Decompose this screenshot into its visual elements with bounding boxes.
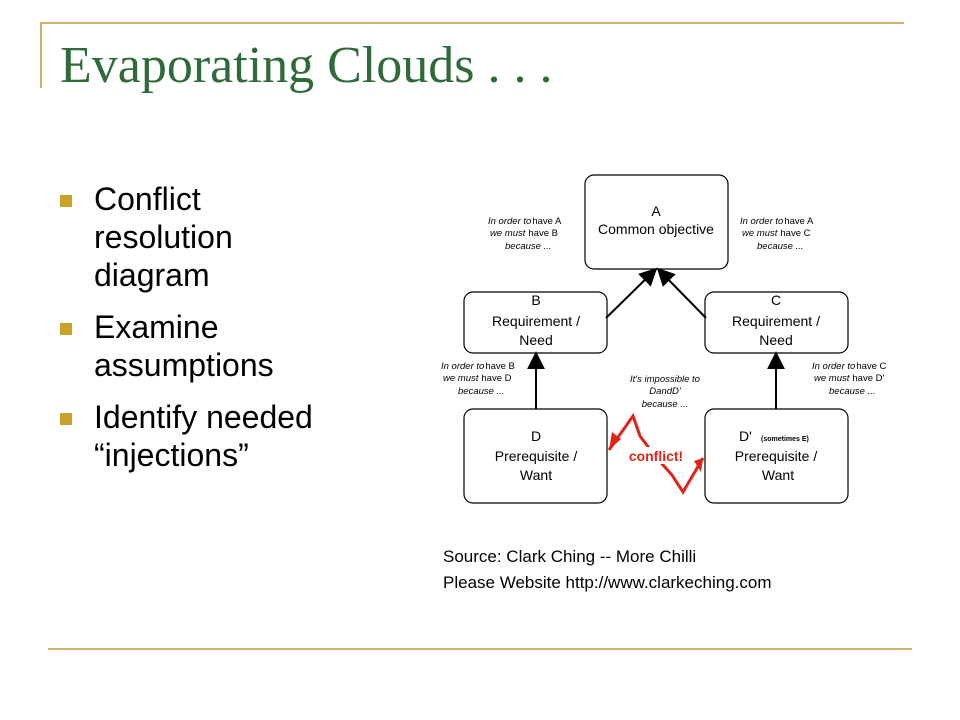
- note-ab-l2a: we must: [490, 228, 526, 239]
- bullet-text: Examine assumptions: [94, 309, 274, 383]
- box-d: D Prerequisite / Want: [463, 408, 608, 504]
- note-cd-l1b: have C: [856, 361, 886, 372]
- note-cd-l2b: have D': [852, 373, 884, 384]
- conflict-arrow-right-icon: [694, 458, 703, 472]
- box-b: B Requirement / Need: [463, 291, 608, 354]
- note-ac-l1b: have A: [784, 216, 814, 227]
- box-d-prime: D' (sometimes E) Prerequisite / Want: [704, 408, 849, 504]
- note-ac-l1a: In order to: [740, 216, 783, 227]
- source-line-2: Please Website http://www.clarkeching.co…: [443, 573, 772, 592]
- svg-text:In order tohave C: In order tohave C: [812, 361, 887, 372]
- bullet-text: Conflict resolution diagram: [94, 181, 233, 293]
- note-bd-l1b: have B: [485, 361, 515, 372]
- note-ab-l1a: In order to: [488, 216, 531, 227]
- svg-text:In order tohave A: In order tohave A: [740, 216, 814, 227]
- note-bd-l2b: have D: [481, 373, 511, 384]
- note-ac-l2b: have C: [780, 228, 810, 239]
- box-b-label: Requirement /: [492, 313, 580, 329]
- conflict-label-bg: [626, 447, 688, 464]
- bullet-text: Identify needed “injections”: [94, 399, 313, 473]
- note-cd-l3: because ...: [829, 386, 875, 397]
- conflict-label: conflict!: [629, 448, 683, 464]
- slide-title: Evaporating Clouds . . .: [60, 37, 553, 94]
- box-d-letter: D: [531, 428, 541, 444]
- bullet-item: Examine assumptions: [60, 308, 350, 384]
- bullet-list: Conflict resolution diagram Examine assu…: [60, 180, 350, 488]
- note-bd-l3: because ...: [458, 386, 504, 397]
- note-bd-l2a: we must: [443, 373, 479, 384]
- note-ab-l3: because ...: [505, 241, 551, 252]
- box-c-label-2: Need: [759, 332, 792, 348]
- top-rule: [40, 22, 904, 24]
- box-c-label: Requirement /: [732, 313, 820, 329]
- note-cd-l1a: In order to: [812, 361, 855, 372]
- note-conflict-l2: DandD': [649, 386, 682, 397]
- box-d-label-2: Want: [520, 467, 552, 483]
- note-ab-l2b: have B: [528, 228, 558, 239]
- bottom-rule: [48, 648, 912, 650]
- arrow-c-to-a: [656, 267, 707, 319]
- box-a-letter: A: [651, 203, 661, 219]
- note-conflict-l3: because ...: [642, 399, 688, 410]
- note-conflict: It's impossible to DandD' because ...: [630, 374, 700, 410]
- bullet-item: Conflict resolution diagram: [60, 180, 350, 294]
- box-a: A Common objective: [584, 174, 729, 270]
- note-ac-l2a: we must: [742, 228, 778, 239]
- note-cd-l2a: we must: [814, 373, 850, 384]
- box-d-prime-label-2: Want: [762, 467, 794, 483]
- bullet-square-icon: [60, 323, 72, 335]
- left-rule: [40, 22, 42, 88]
- arrow-b-to-a: [605, 267, 658, 319]
- box-d-prime-letter: D': [739, 428, 752, 444]
- box-d-prime-label: Prerequisite /: [735, 448, 818, 464]
- source-line-1: Source: Clark Ching -- More Chilli: [443, 547, 697, 566]
- box-b-letter: B: [531, 292, 540, 308]
- box-d-prime-note: (sometimes E): [761, 436, 809, 443]
- source-citation: Source: Clark Ching -- More Chilli Pleas…: [443, 544, 772, 596]
- note-ab-l1b: have A: [532, 216, 562, 227]
- note-ac-l3: because ...: [757, 241, 803, 252]
- box-b-label-2: Need: [519, 332, 552, 348]
- box-c: C Requirement / Need: [704, 291, 849, 354]
- bullet-square-icon: [60, 195, 72, 207]
- bullet-item: Identify needed “injections”: [60, 398, 350, 474]
- svg-text:In order tohave B: In order tohave B: [441, 361, 515, 372]
- note-bd-l1a: In order to: [441, 361, 484, 372]
- box-d-label: Prerequisite /: [495, 448, 578, 464]
- conflict-arrow-left-icon: [609, 432, 621, 450]
- svg-text:In order tohave A: In order tohave A: [488, 216, 562, 227]
- box-a-label: Common objective: [598, 221, 714, 237]
- note-conflict-l1: It's impossible to: [630, 374, 700, 385]
- bullet-square-icon: [60, 413, 72, 425]
- box-c-letter: C: [771, 292, 781, 308]
